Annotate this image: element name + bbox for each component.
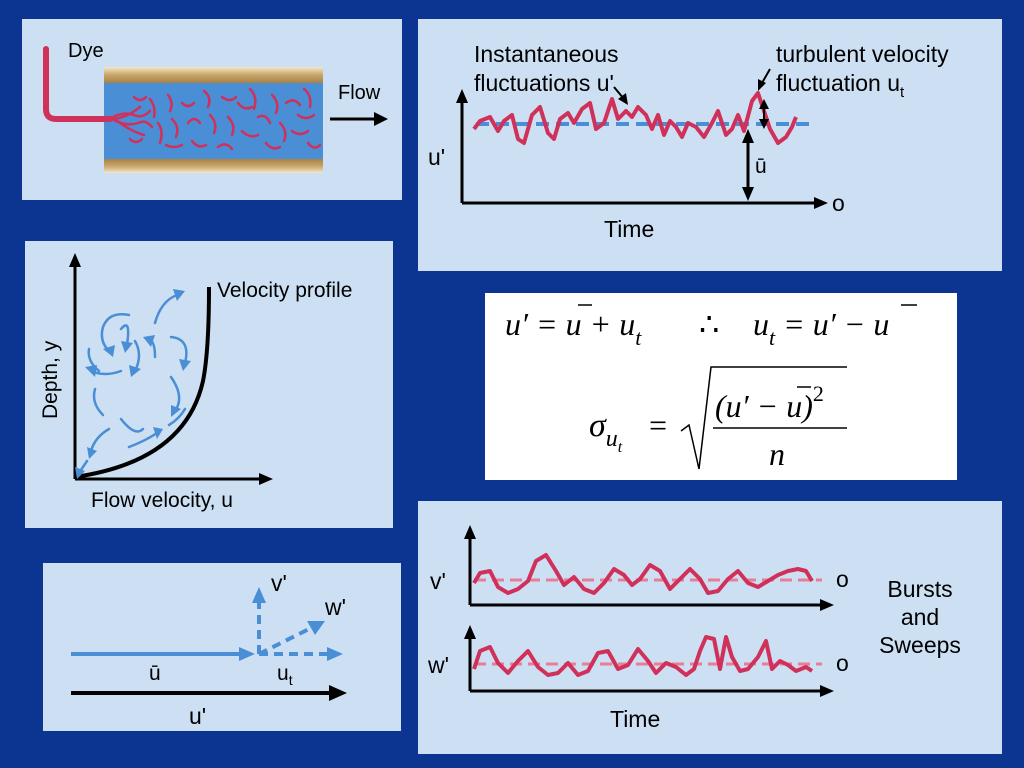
- dye-streaks: [108, 87, 322, 151]
- x-axis-label: Time: [604, 216, 654, 242]
- x-axis-arrowhead: [814, 197, 828, 209]
- velocity-trace: [472, 91, 798, 145]
- depth-axis-label: Depth, y: [39, 340, 62, 419]
- fluctuation-panel: Instantaneous fluctuations u' turbulent …: [418, 19, 1002, 271]
- vector-diagram: v' w' ū ut u': [71, 570, 347, 729]
- w-prime-axis-label: w': [427, 652, 449, 678]
- svg-text:u′ = u + ut: u′ = u + ut: [505, 306, 642, 350]
- bursts-title-line2: and: [901, 604, 939, 630]
- numerator: (u′ − u)2: [715, 381, 824, 424]
- ubar-label: ū: [149, 662, 161, 685]
- flow-arrow: [330, 112, 388, 126]
- velocity-profile-label: Velocity profile: [217, 279, 352, 302]
- bursts-title-line1: Bursts: [887, 576, 952, 602]
- u-prime-label: u': [189, 703, 206, 729]
- vector-panel: v' w' ū ut u': [43, 563, 401, 731]
- turbulent-label-line1: turbulent velocity: [776, 41, 949, 67]
- v-trace: [472, 553, 814, 595]
- velocity-axis-label: Flow velocity, u: [91, 489, 233, 512]
- ut-label: ut: [277, 662, 293, 688]
- dye-label: Dye: [68, 40, 104, 62]
- pipe-wall-bottom: [104, 159, 323, 173]
- depth-axis-arrowhead: [69, 253, 81, 267]
- velocity-profile-curve: [74, 286, 211, 479]
- v-prime-label: v': [271, 570, 287, 596]
- velocity-axis-arrowhead: [259, 473, 273, 485]
- v-prime-axis-label: v': [430, 568, 446, 594]
- pipe-wall-top: [104, 67, 323, 83]
- decomposition-equation: u′ = u + ut ∴ ut = u′ − u: [505, 304, 917, 350]
- turbulent-pointer: [758, 68, 771, 91]
- std-dev-equation: σut = (u′ − u)2 n: [589, 366, 847, 472]
- denominator: n: [769, 436, 785, 472]
- svg-text:=: =: [649, 407, 667, 443]
- flow-label: Flow: [338, 82, 381, 104]
- v-end-label: o: [836, 566, 849, 592]
- dye-pipe-panel: Dye Flow: [22, 19, 402, 200]
- instantaneous-pointer: [613, 86, 628, 105]
- instantaneous-label-line1: Instantaneous: [474, 41, 619, 67]
- w-prime-label: w': [324, 594, 346, 620]
- w-prime-vector: [258, 626, 312, 656]
- svg-text:σut: σut: [589, 407, 623, 456]
- w-trace: [472, 635, 814, 677]
- therefore-symbol: ∴: [699, 306, 719, 342]
- equation-panel: u′ = u + ut ∴ ut = u′ − u σut = (u′ − u)…: [485, 293, 957, 480]
- eddy-arrows: [75, 289, 191, 479]
- w-end-label: o: [836, 650, 849, 676]
- mean-label: ū: [755, 155, 767, 178]
- mean-arrow: [742, 129, 754, 201]
- equation-graphic: u′ = u + ut ∴ ut = u′ − u σut = (u′ − u)…: [505, 304, 917, 472]
- time-axis-label: Time: [610, 706, 660, 732]
- y-axis-label: u': [428, 144, 445, 170]
- sqrt-symbol: [680, 366, 847, 470]
- fluctuation-plot: Instantaneous fluctuations u' turbulent …: [428, 41, 949, 242]
- bursts-title-line3: Sweeps: [879, 632, 961, 658]
- velocity-profile-plot: Velocity profile Depth, y Flow velocity,…: [39, 253, 352, 512]
- dye-injector-tube: [43, 46, 113, 122]
- velocity-profile-panel: Velocity profile Depth, y Flow velocity,…: [25, 241, 393, 528]
- bursts-sweeps-panel: v' w' o o Time Bursts and Sweeps: [418, 501, 1002, 754]
- axis-end-label: o: [832, 190, 845, 216]
- bursts-sweeps-plot: v' w' o o Time Bursts and Sweeps: [427, 525, 961, 732]
- instantaneous-label-line2: fluctuations u': [474, 70, 614, 96]
- fluctuation-arrow: [759, 99, 769, 129]
- turbulent-label-line2: fluctuation ut: [776, 70, 905, 101]
- y-axis-arrowhead: [456, 89, 468, 103]
- svg-text:ut = u′ − u: ut = u′ − u: [753, 306, 889, 350]
- dye-pipe-diagram: Dye Flow: [43, 40, 388, 173]
